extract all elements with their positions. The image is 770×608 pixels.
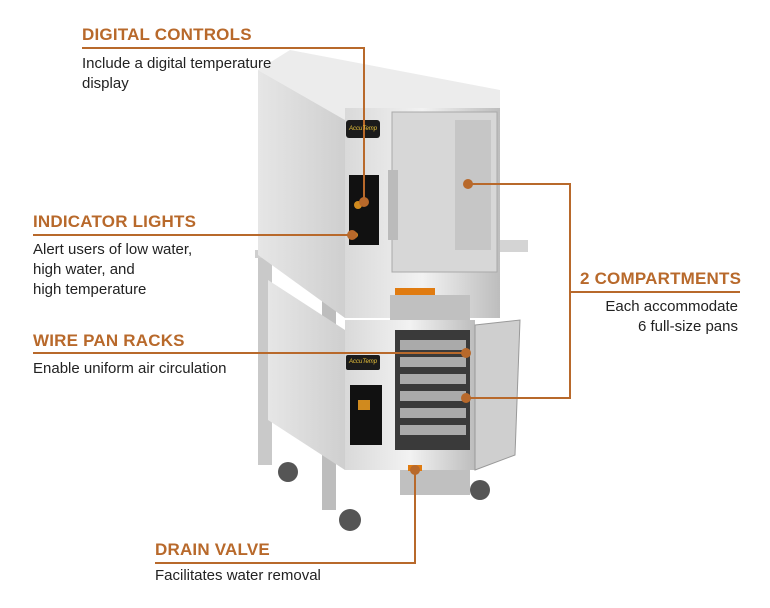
digital-controls-desc: Include a digital temperature display <box>82 55 272 92</box>
compartments-title: 2 COMPARTMENTS <box>580 269 742 288</box>
callout-dots <box>347 179 473 475</box>
drain-valve-desc: Facilitates water removal <box>155 567 321 584</box>
wire-pan-racks-title: WIRE PAN RACKS <box>33 331 185 350</box>
desc-line: high temperature <box>33 281 147 298</box>
drain-valve-title: DRAIN VALVE <box>155 540 270 559</box>
lower-compartment <box>268 280 521 495</box>
upper-compartment <box>258 50 500 325</box>
digital-controls-title: DIGITAL CONTROLS <box>82 25 252 44</box>
desc-line: Alert users of low water, <box>33 241 193 258</box>
compartments-desc: Each accommodate 6 full-size pans <box>605 297 738 337</box>
desc-line: 6 full-size pans <box>637 318 738 335</box>
desc-line: Each accommodate <box>605 298 738 315</box>
indicator-lights-desc: Alert users of low water, high water, an… <box>33 240 192 300</box>
wire-pan-racks-desc: Enable uniform air circulation <box>33 360 227 377</box>
brand-badge-upper: AccuTemp <box>349 126 378 132</box>
indicator-lights-title: INDICATOR LIGHTS <box>33 212 197 231</box>
leader-lines <box>33 47 740 564</box>
brand-badge-lower: AccuTemp <box>349 359 378 365</box>
desc-line: high water, and <box>33 261 135 278</box>
